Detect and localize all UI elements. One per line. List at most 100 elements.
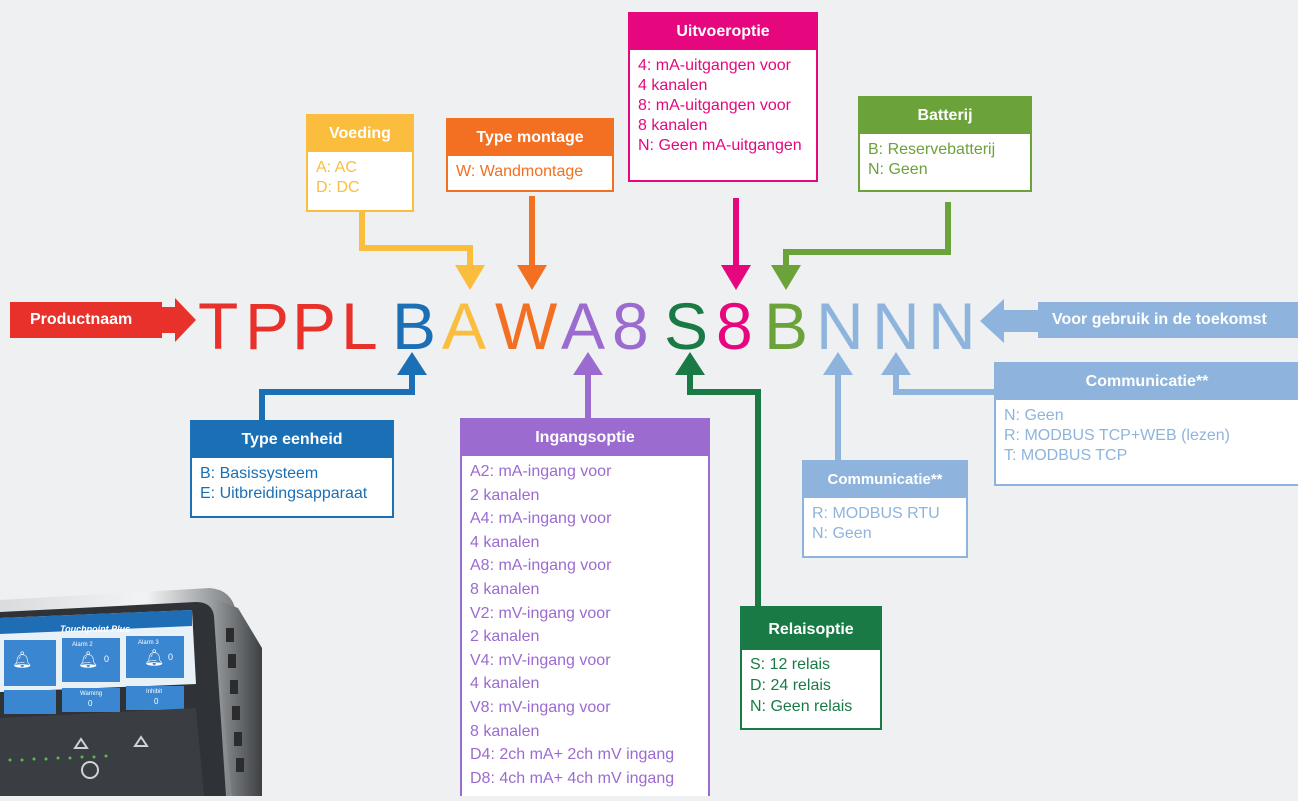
type-montage-box: Type montage W: Wandmontage — [446, 118, 614, 192]
ingangsoptie-option: V2: mV-ingang voor — [470, 604, 611, 622]
ingangsoptie-option: 4 kanalen — [470, 533, 540, 551]
type-montage-title: Type montage — [448, 120, 612, 156]
batterij-option: B: Reservebatterij — [868, 141, 996, 158]
future-arrow — [980, 299, 1040, 343]
tcp-arrow — [881, 352, 911, 375]
code-letter-l: L — [341, 289, 378, 363]
future-use-label: Voor gebruik in de toekomst — [1052, 311, 1267, 328]
code-letter-a-input: A — [561, 289, 606, 363]
uitvoeroptie-title: Uitvoeroptie — [630, 14, 816, 50]
uitvoer-arrow — [721, 265, 751, 290]
future-use-tag: Voor gebruik in de toekomst — [1038, 302, 1298, 338]
voeding-connector — [359, 212, 473, 268]
communicatie-rtu-box: Communicatie** R: MODBUS RTU N: Geen — [802, 460, 968, 558]
code-letter-8-input: 8 — [612, 289, 649, 363]
code-letter-t: T — [198, 289, 239, 363]
voeding-option: D: DC — [316, 179, 360, 196]
ingangsoptie-option: 8 kanalen — [470, 722, 540, 740]
batterij-option: N: Geen — [868, 161, 928, 178]
batterij-box: Batterij B: Reservebatterij N: Geen — [858, 96, 1032, 192]
ingangsoptie-option: D4: 2ch mA+ 2ch mV ingang — [470, 746, 675, 764]
ingangsoptie-option: A8: mA-ingang voor — [470, 557, 612, 575]
device-image: Touchpoint Plus Alarm 2 Alarm 3 Warning … — [0, 588, 262, 796]
relaisoptie-title: Relaisoptie — [742, 608, 880, 650]
device-tile-value: 0 — [88, 699, 93, 708]
code-letter-b-battery: B — [764, 289, 809, 363]
tcp-connector — [893, 372, 996, 395]
relais-arrow — [675, 352, 705, 375]
product-name-tag: Productnaam — [10, 302, 162, 338]
device-bell-icon: 🔔︎ — [12, 652, 33, 669]
device-tile-label: Alarm 3 — [138, 640, 159, 646]
ingangsoptie-option: A4: mA-ingang voor — [470, 510, 612, 528]
uitvoeroptie-option: 8 kanalen — [638, 117, 708, 134]
ingangsoptie-title: Ingangsoptie — [462, 420, 708, 456]
batterij-connector — [783, 202, 951, 268]
device-tile-label: Inhibit — [146, 689, 163, 695]
uitvoeroptie-option: 8: mA-uitgangen voor — [638, 97, 791, 114]
communicatie-tcp-option: R: MODBUS TCP+WEB (lezen) — [1004, 427, 1230, 444]
relaisoptie-option: S: 12 relais — [750, 656, 831, 673]
relaisoptie-box: Relaisoptie S: 12 relais D: 24 relais N:… — [740, 606, 882, 730]
uitvoeroptie-option: N: Geen mA-uitgangen — [638, 137, 802, 154]
relaisoptie-option: N: Geen relais — [750, 698, 853, 715]
voeding-arrow — [455, 265, 485, 290]
code-letter-8-output: 8 — [716, 289, 753, 363]
code-letter-n3: N — [928, 289, 976, 363]
ingangsoptie-option: V4: mV-ingang voor — [470, 651, 611, 669]
type-montage-option: W: Wandmontage — [456, 163, 584, 180]
type-eenheid-title: Type eenheid — [192, 422, 392, 458]
code-letter-a-power: A — [442, 289, 487, 363]
ingangsoptie-option: 4 kanalen — [470, 675, 540, 693]
device-tile-value: 0 — [104, 654, 110, 664]
device-tile-label: Alarm 2 — [72, 642, 93, 648]
code-letter-p1: P — [245, 289, 290, 363]
ingangsoptie-option: A2: mA-ingang voor — [470, 463, 612, 480]
code-letter-p2: P — [292, 289, 337, 363]
ingangsoptie-option: D8: 4ch mA+ 4ch mV ingang — [470, 769, 675, 787]
device-tile-label: Warning — [80, 691, 103, 697]
ingangsoptie-option: 2 kanalen — [470, 486, 540, 504]
device-bell-icon: 🔔︎ — [78, 652, 99, 669]
communicatie-rtu-option: R: MODBUS RTU — [812, 505, 940, 522]
batterij-title: Batterij — [860, 98, 1030, 134]
code-letter-b-unit: B — [392, 289, 437, 363]
type-eenheid-option: B: Basissysteem — [200, 465, 319, 482]
device-screen-title: Touchpoint Plus — [60, 624, 131, 634]
communicatie-tcp-option: N: Geen — [1004, 407, 1064, 424]
code-letter-n2: N — [872, 289, 920, 363]
device-tile-value: 0 — [168, 652, 174, 662]
code-letter-s: S — [664, 289, 709, 363]
ingangsoptie-option: 8 kanalen — [470, 580, 540, 598]
type-eenheid-option: E: Uitbreidingsapparaat — [200, 485, 368, 502]
type-eenheid-box: Type eenheid B: Basissysteem E: Uitbreid… — [190, 420, 394, 518]
device-bell-icon: 🔔︎ — [144, 650, 165, 667]
uitvoeroptie-box: Uitvoeroptie 4: mA-uitgangen voor 4 kana… — [628, 12, 818, 182]
communicatie-rtu-option: N: Geen — [812, 525, 872, 542]
ingangsoptie-option: V8: mV-ingang voor — [470, 698, 611, 716]
voeding-option: A: AC — [316, 159, 357, 176]
eenheid-connector — [259, 372, 415, 420]
communicatie-tcp-box: Communicatie** N: Geen R: MODBUS TCP+WEB… — [994, 362, 1298, 486]
rtu-arrow — [823, 352, 853, 375]
communicatie-tcp-title: Communicatie** — [996, 364, 1298, 400]
communicatie-tcp-option: T: MODBUS TCP — [1004, 447, 1128, 464]
device-tile-value: 0 — [154, 697, 159, 706]
uitvoeroptie-option: 4: mA-uitgangen voor — [638, 57, 791, 74]
product-arrow — [158, 298, 196, 342]
ingangsoptie-box: Ingangsoptie A2: mA-ingang voor 2 kanale… — [460, 418, 710, 796]
voeding-box: Voeding A: AC D: DC — [306, 114, 414, 212]
code-letter-n1: N — [816, 289, 864, 363]
batterij-arrow — [771, 265, 801, 290]
relais-connector — [687, 372, 761, 606]
eenheid-arrow — [397, 352, 427, 375]
ingangsoptie-option: 2 kanalen — [470, 628, 540, 646]
uitvoeroptie-option: 4 kanalen — [638, 77, 708, 94]
relaisoptie-option: D: 24 relais — [750, 677, 831, 694]
ingang-arrow — [573, 352, 603, 375]
product-name-label: Productnaam — [30, 311, 133, 328]
code-letter-w: W — [495, 289, 558, 363]
communicatie-rtu-title: Communicatie** — [804, 462, 966, 498]
voeding-title: Voeding — [308, 116, 412, 152]
